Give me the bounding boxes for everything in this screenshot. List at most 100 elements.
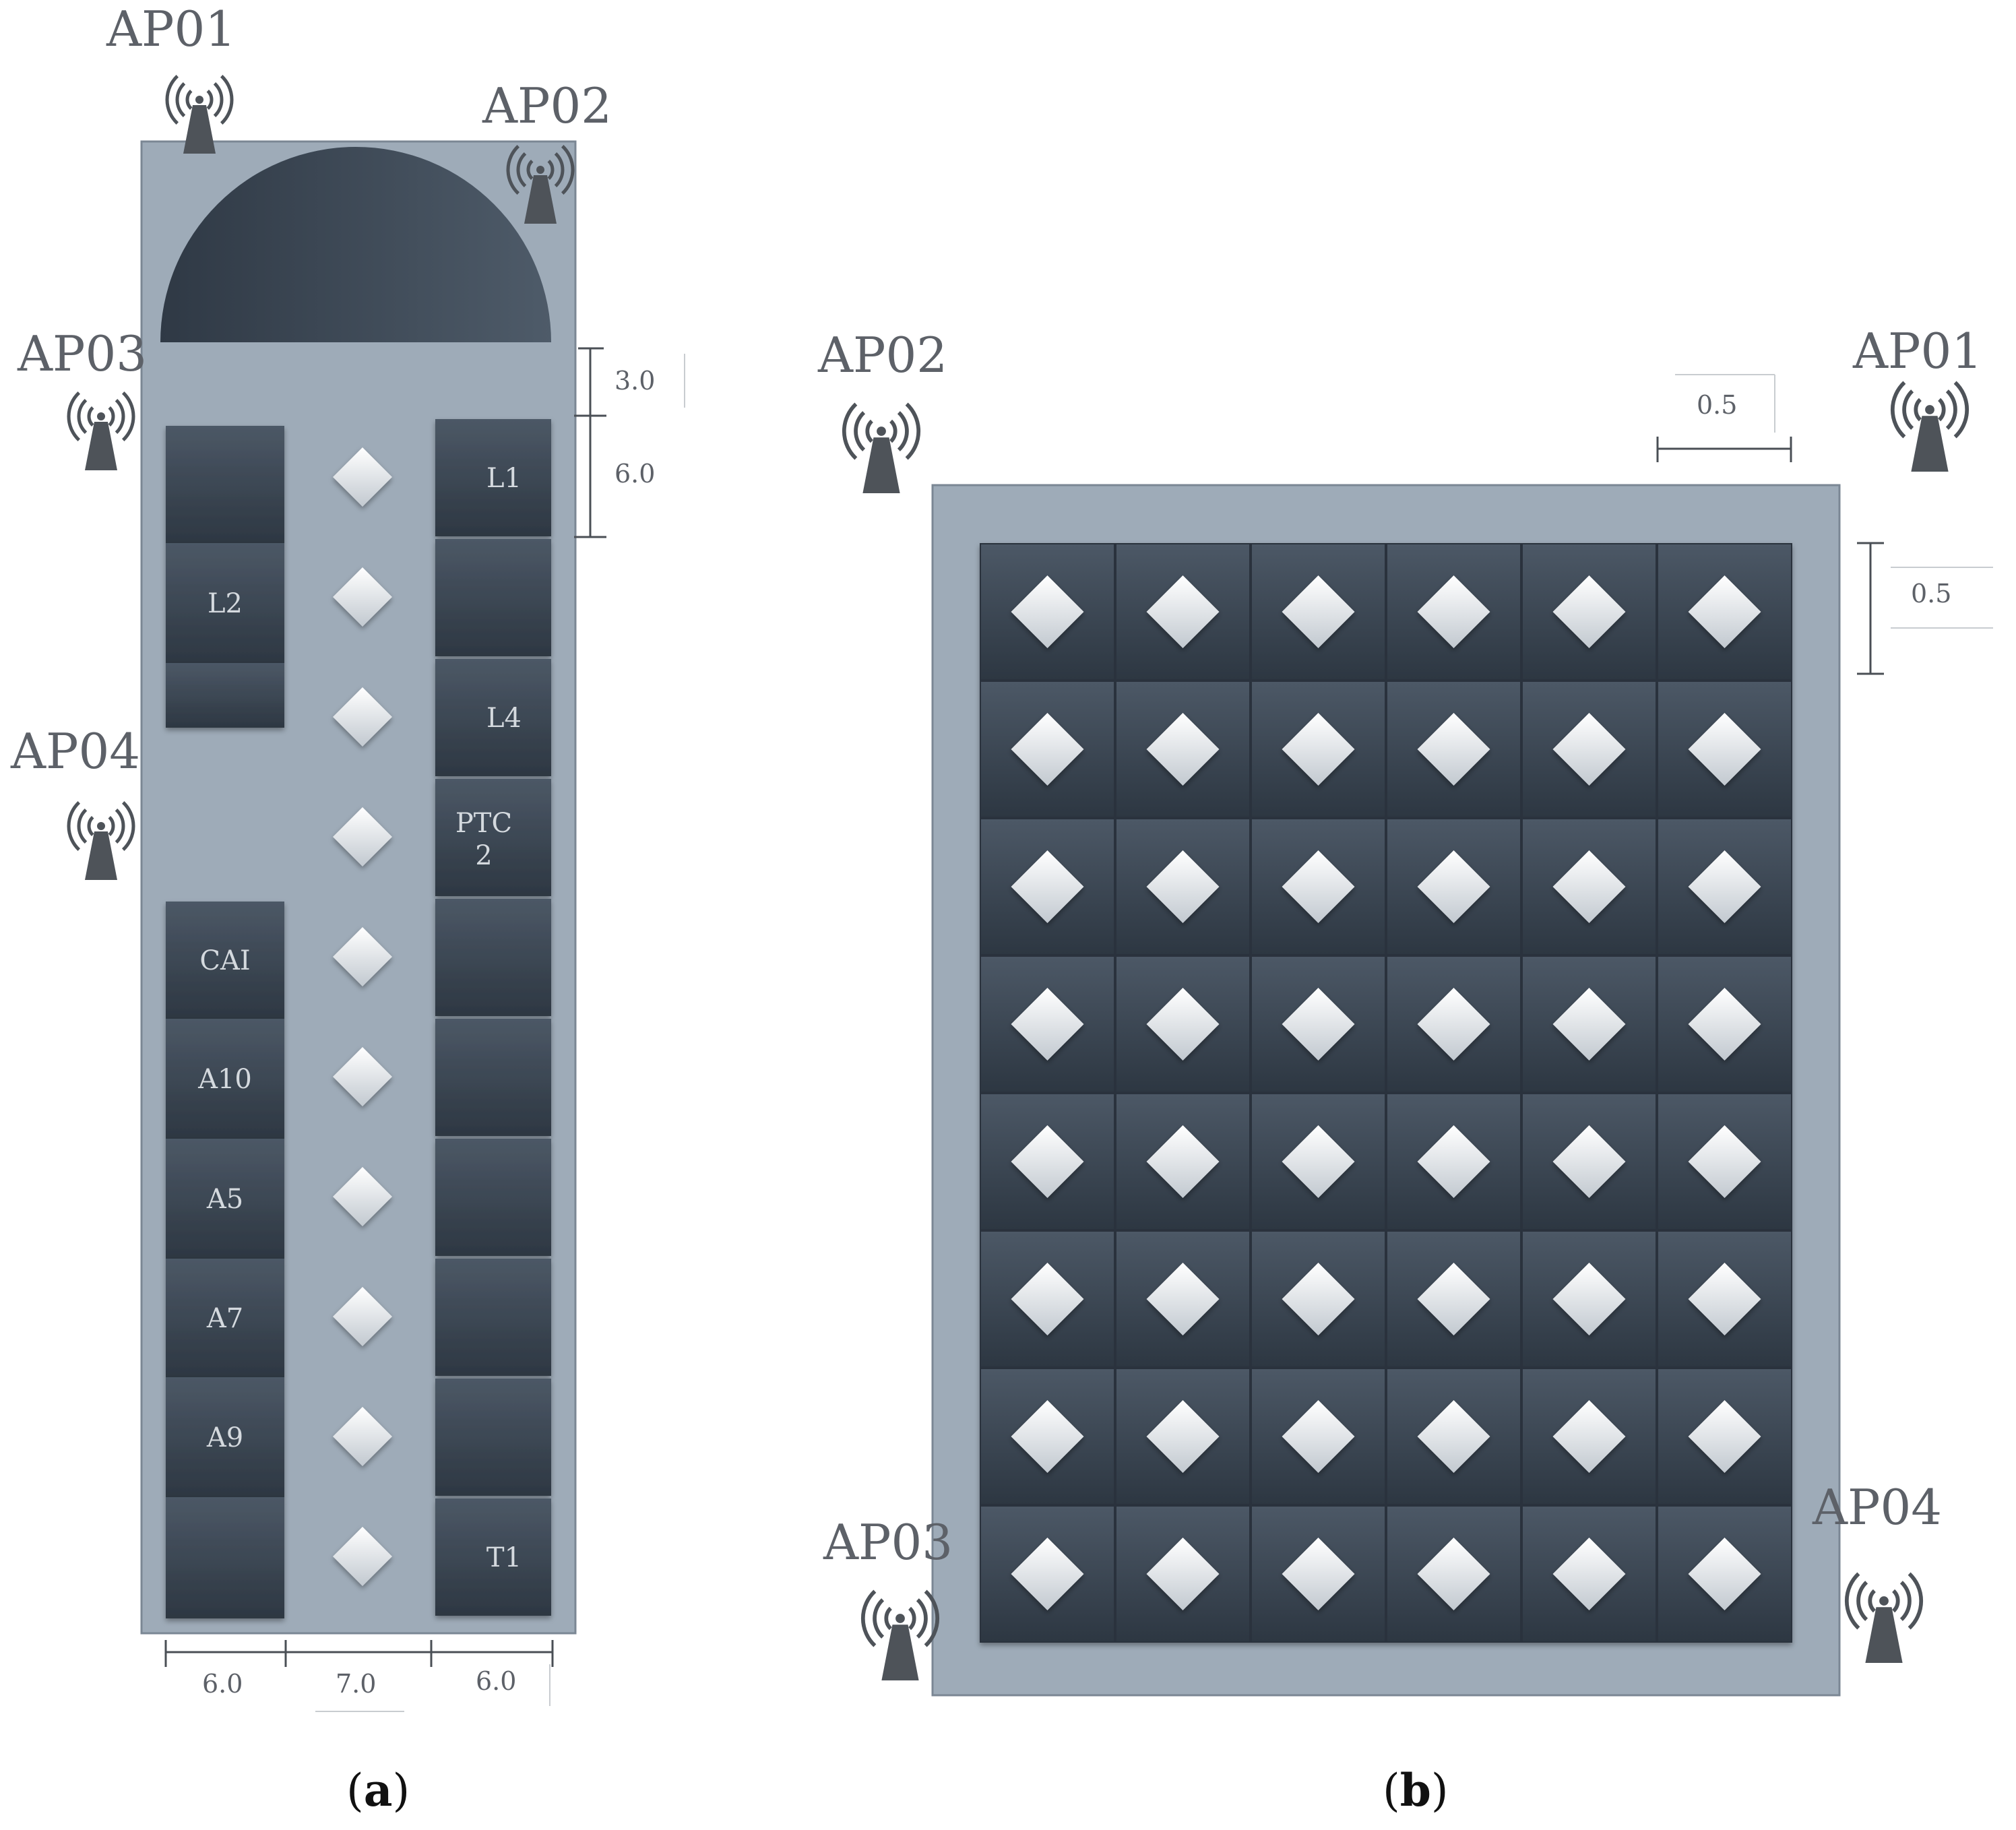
diamond-icon xyxy=(1146,988,1220,1061)
diamond-icon xyxy=(1146,850,1220,923)
room-block xyxy=(166,543,284,663)
diamond-icon xyxy=(1688,1263,1761,1335)
diamond-icon xyxy=(1146,1125,1220,1198)
diamond-icon xyxy=(1282,988,1355,1061)
panel-b-access-points xyxy=(842,381,1969,1680)
diamond-icon xyxy=(1688,575,1761,648)
dim-label-left-width: 6.0 xyxy=(202,1669,243,1699)
diamond-icon xyxy=(1282,1125,1355,1198)
wifi-antenna-icon xyxy=(506,145,575,224)
diamond-icon xyxy=(333,1167,392,1226)
diamond-icon xyxy=(1417,850,1490,923)
horizontal-dimension-b xyxy=(1656,374,1792,462)
room-label: L4 xyxy=(486,703,522,734)
diamond-icon xyxy=(1146,575,1220,648)
diamond-icon xyxy=(333,1047,392,1106)
room-block xyxy=(166,1497,284,1618)
diamond-icon xyxy=(333,927,392,986)
room-block xyxy=(435,899,551,1016)
corridor-markers xyxy=(333,447,392,1586)
diamond-icon xyxy=(1011,1263,1084,1335)
diamond-icon xyxy=(333,1287,392,1346)
diamond-icon xyxy=(1146,713,1220,786)
panel-a-caption-letter: a xyxy=(364,1764,393,1817)
diamond-icon xyxy=(1688,1538,1761,1610)
diamond-icon xyxy=(1282,1400,1355,1473)
room-label: CAI xyxy=(199,945,250,976)
room-block xyxy=(166,1019,284,1139)
wifi-antenna-icon xyxy=(1891,381,1969,472)
diamond-icon xyxy=(1146,1263,1220,1335)
panel-b-caption-letter: b xyxy=(1400,1764,1431,1817)
diamond-icon xyxy=(1282,1263,1355,1335)
dim-label-tile-width: 0.5 xyxy=(1697,390,1737,420)
diamond-icon xyxy=(1552,1263,1626,1335)
diamond-icon xyxy=(1552,1538,1626,1610)
diamond-icon xyxy=(1282,713,1355,786)
diamond-icon xyxy=(1011,850,1084,923)
diamond-icon xyxy=(1011,1125,1084,1198)
dim-label-right-width: 6.0 xyxy=(476,1666,516,1696)
diamond-icon xyxy=(1417,713,1490,786)
diamond-icon xyxy=(1011,713,1084,786)
wifi-antenna-icon xyxy=(1845,1572,1923,1663)
dim-label-top-gap: 3.0 xyxy=(615,366,655,396)
ap-label-b-ap04: AP04 xyxy=(1812,1479,1942,1536)
diamond-icon xyxy=(1417,575,1490,648)
wifi-antenna-icon xyxy=(67,391,135,470)
dim-label-corridor-width: 7.0 xyxy=(336,1669,376,1699)
diamond-icon xyxy=(1688,988,1761,1061)
diamond-icon xyxy=(1417,1538,1490,1610)
diamond-icon xyxy=(1552,1125,1626,1198)
diamond-icon xyxy=(1282,575,1355,648)
room-block xyxy=(435,539,551,656)
tile-grid-background xyxy=(980,543,1792,1643)
diamond-icon xyxy=(333,1527,392,1586)
room-block xyxy=(435,419,551,536)
diamond-icon xyxy=(1417,1400,1490,1473)
ap-label-b-ap01: AP01 xyxy=(1852,323,1982,379)
diamond-icon xyxy=(1552,988,1626,1061)
wifi-antenna-icon xyxy=(67,801,135,880)
diamond-icon xyxy=(1688,713,1761,786)
dim-label-room-depth: 6.0 xyxy=(615,459,655,488)
wifi-antenna-icon xyxy=(842,402,920,493)
vertical-dimension-b xyxy=(1857,542,1993,675)
ap-label-a-ap01: AP01 xyxy=(106,1,236,57)
ap-label-b-ap02: AP02 xyxy=(817,327,947,383)
diamond-icon xyxy=(1146,1400,1220,1473)
diamond-icon xyxy=(1552,850,1626,923)
diamond-icon xyxy=(333,567,392,627)
room-block xyxy=(435,1019,551,1136)
room-label: A7 xyxy=(206,1303,243,1334)
room-block xyxy=(166,663,284,728)
room-label: T1 xyxy=(486,1542,522,1573)
diamond-icon xyxy=(1417,1125,1490,1198)
tile-grid xyxy=(980,543,1792,1643)
diamond-icon xyxy=(333,1407,392,1466)
ap-label-a-ap02: AP02 xyxy=(482,77,612,134)
room-block xyxy=(166,426,284,543)
diamond-icon xyxy=(1688,1400,1761,1473)
horizontal-dimension-a xyxy=(164,1640,554,1712)
room-block xyxy=(435,659,551,776)
room-block xyxy=(435,1379,551,1496)
diamond-icon xyxy=(1282,850,1355,923)
room-label: A10 xyxy=(197,1064,252,1095)
diamond-icon xyxy=(1552,575,1626,648)
room-block xyxy=(166,1259,284,1377)
diamond-icon xyxy=(1417,1263,1490,1335)
diamond-icon xyxy=(1011,1538,1084,1610)
room-block xyxy=(435,779,551,896)
room-block xyxy=(166,902,284,1019)
diamond-icon xyxy=(1146,1538,1220,1610)
room-label: A9 xyxy=(206,1422,243,1453)
diamond-icon xyxy=(1011,1400,1084,1473)
ap-label-a-ap03: AP03 xyxy=(17,325,147,382)
diamond-icon xyxy=(1417,988,1490,1061)
